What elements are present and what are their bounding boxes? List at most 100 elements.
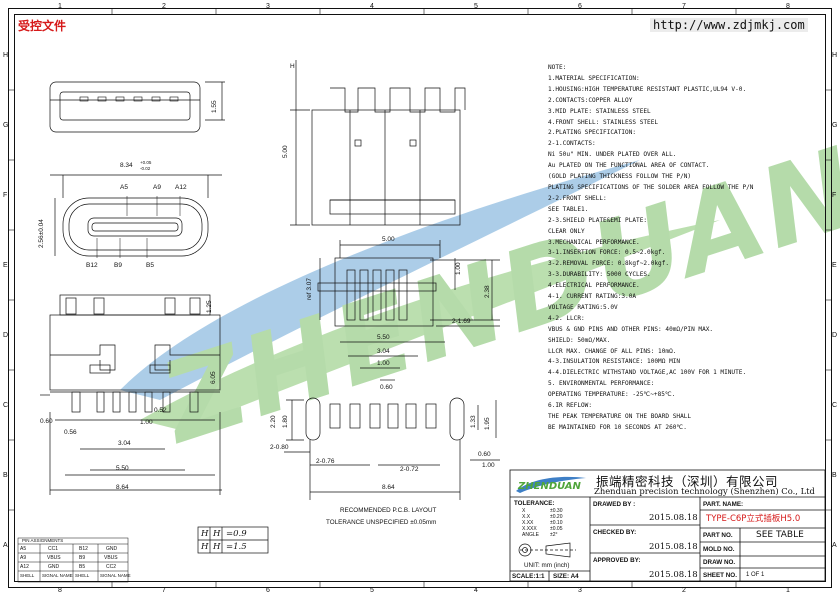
controlled-document-label: 受控文件 [18, 19, 67, 33]
grid-top-6: 6 [578, 3, 582, 10]
note-line: 2-2.FRONT SHELL: [548, 194, 607, 202]
note-line: 1.MATERIAL SPECIFICATION: [548, 74, 640, 82]
note-line: 3-2.REMOVAL FORCE: 0.8kgf~2.0kgf. [548, 260, 670, 268]
checked-by-label: CHECKED BY: [593, 529, 637, 536]
h-row2-b: H [213, 542, 221, 552]
dim-0-60-layout: 0.60 [380, 384, 393, 391]
note-line: VOLTAGE RATING:5.0V [548, 303, 618, 311]
dim-3-04-layout: 3.04 [377, 348, 390, 355]
grid-left-g: G [3, 122, 9, 129]
grid-left-a: A [3, 542, 8, 549]
pin-label-b5: B5 [146, 262, 154, 269]
pin-cell: SIGNAL NAME [42, 573, 73, 578]
website-url[interactable]: http://www.zdjmkj.com [650, 18, 808, 32]
dim-2-0-76: 2-0.76 [316, 458, 335, 465]
dim-5-50-layout: 5.50 [377, 334, 390, 341]
grid-bottom-3: 6 [266, 587, 270, 594]
notes-block: NOTE: 1.MATERIAL SPECIFICATION: 1.HOUSIN… [548, 63, 753, 434]
grid-top-7: 7 [682, 3, 686, 10]
grid-right-f: F [832, 192, 837, 199]
tol-value: ±0.05 [550, 526, 563, 532]
grid-left-f: F [3, 192, 8, 199]
tolerance-label: TOLERANCE: [514, 500, 555, 507]
dim-1-33: 1.33 [470, 415, 477, 428]
grid-bottom-8: 1 [786, 587, 790, 594]
note-line: CLEAR ONLY [548, 227, 585, 235]
pin-table-title: PIN ASSIGNMENTS [22, 538, 64, 543]
note-line: VBUS & GND PINS AND OTHER PINS: 40mΩ/PIN… [548, 325, 714, 333]
dim-2-0-80: 2-0.80 [270, 444, 289, 451]
tol-key: ANGLE [522, 532, 539, 538]
grid-bottom-2: 7 [162, 587, 166, 594]
note-line: SEE TABLE1. [548, 205, 589, 213]
note-line: 4-3.INSULATION RESISTANCE: 100MΩ MIN [548, 358, 681, 366]
note-line: 2-1.CONTACTS: [548, 140, 596, 148]
pcb-layout-view [284, 341, 500, 500]
note-line: 3-1.INSERTION FORCE: 0.5~2.0kgf. [548, 249, 666, 257]
dim-2-38: 2.38 [484, 285, 491, 298]
grid-left-b: B [3, 472, 8, 479]
dim-8-34-tol-plus: +0.05 [140, 160, 152, 165]
part-name-value: TYPE-C6P立式插板H5.0 [706, 514, 801, 524]
tol-value: ±0.30 [550, 508, 563, 514]
grid-right-d: D [832, 332, 838, 339]
pin-label-b9: B9 [114, 262, 122, 269]
pin-cell: A5 [20, 546, 27, 552]
h-row2-a: H [201, 542, 209, 552]
note-line: (GOLD PLATING THICKNESS FOLLOW THE P/N) [548, 173, 692, 181]
h-row2-value: =1.5 [226, 542, 247, 552]
grid-left-c: C [3, 402, 9, 409]
pin-cell: GND [106, 546, 118, 552]
dim-8-34-tol-minus: -0.02 [140, 166, 151, 171]
dim-h-label: H [290, 63, 295, 70]
checked-date: 2015.08.18 [649, 542, 698, 552]
draw-no-label: DRAW NO. [703, 559, 736, 566]
part-no-label: PART NO. [703, 532, 733, 539]
pcb-layout-caption: RECOMMENDED P.C.B. LAYOUT [340, 507, 437, 514]
grid-left-e: E [3, 262, 8, 269]
dim-1-80: 1.80 [282, 415, 289, 428]
dim-1-95: 1.95 [484, 417, 491, 430]
tol-value: ±0.10 [550, 520, 563, 526]
pin-cell: A9 [20, 555, 27, 561]
tol-key: X.X [522, 514, 531, 520]
pin-table-lines [17, 537, 129, 583]
grid-bottom-1: 8 [58, 587, 62, 594]
grid-right-e: E [832, 262, 837, 269]
note-line: NOTE: [548, 64, 567, 71]
pin-label-a9: A9 [153, 184, 161, 191]
pin-cell: CC1 [48, 546, 59, 552]
note-line: Au PLATED ON THE FUNCTIONAL AREA OF CONT… [548, 162, 710, 170]
note-line: 4.FRONT SHELL: STAINLESS STEEL [548, 118, 659, 126]
grid-top-8: 8 [786, 3, 790, 10]
note-line: PLATING SPECIFICATIONS OF THE SOLDER ARE… [548, 183, 754, 191]
company-name-en: Zhenduan precision technology (Shenzhen)… [594, 486, 815, 496]
dim-1-00-pcb: 1.00 [455, 262, 462, 275]
pin-cell: A12 [20, 564, 29, 570]
grid-bottom-6: 3 [578, 587, 582, 594]
dim-ref-3-07: ref 3.07 [306, 277, 313, 300]
tol-value: ±0.20 [550, 514, 563, 520]
tol-key: X.XXX [522, 526, 537, 532]
note-line: 5. ENVIRONMENTAL PERFORMANCE: [548, 380, 655, 388]
dim-0-56: 0.56 [64, 429, 77, 436]
note-line: 4-2. LLCR: [548, 314, 585, 322]
dim-0-60: 0.60 [40, 418, 53, 425]
bottom-front-view [40, 294, 222, 495]
receptacle-front-view [50, 174, 222, 258]
grid-right-c: C [832, 402, 838, 409]
pin-cell: VBUS [47, 555, 61, 561]
dim-1-00b: 1.00 [482, 462, 495, 469]
tol-value: ±2° [550, 532, 558, 538]
grid-top-4: 4 [370, 3, 374, 10]
h-row1-b: H [213, 529, 221, 539]
projection-symbol-icon [518, 542, 576, 558]
dim-5-00-side: 5.00 [282, 145, 289, 158]
note-line: 1.HOUSING:HIGH TEMPERATURE RESISTANT PLA… [548, 85, 747, 93]
grid-right-g: G [832, 122, 838, 129]
dim-1-25: 1.25 [206, 300, 213, 313]
approved-by-label: APPROVED BY: [593, 557, 641, 564]
grid-top-5: 5 [474, 3, 478, 10]
